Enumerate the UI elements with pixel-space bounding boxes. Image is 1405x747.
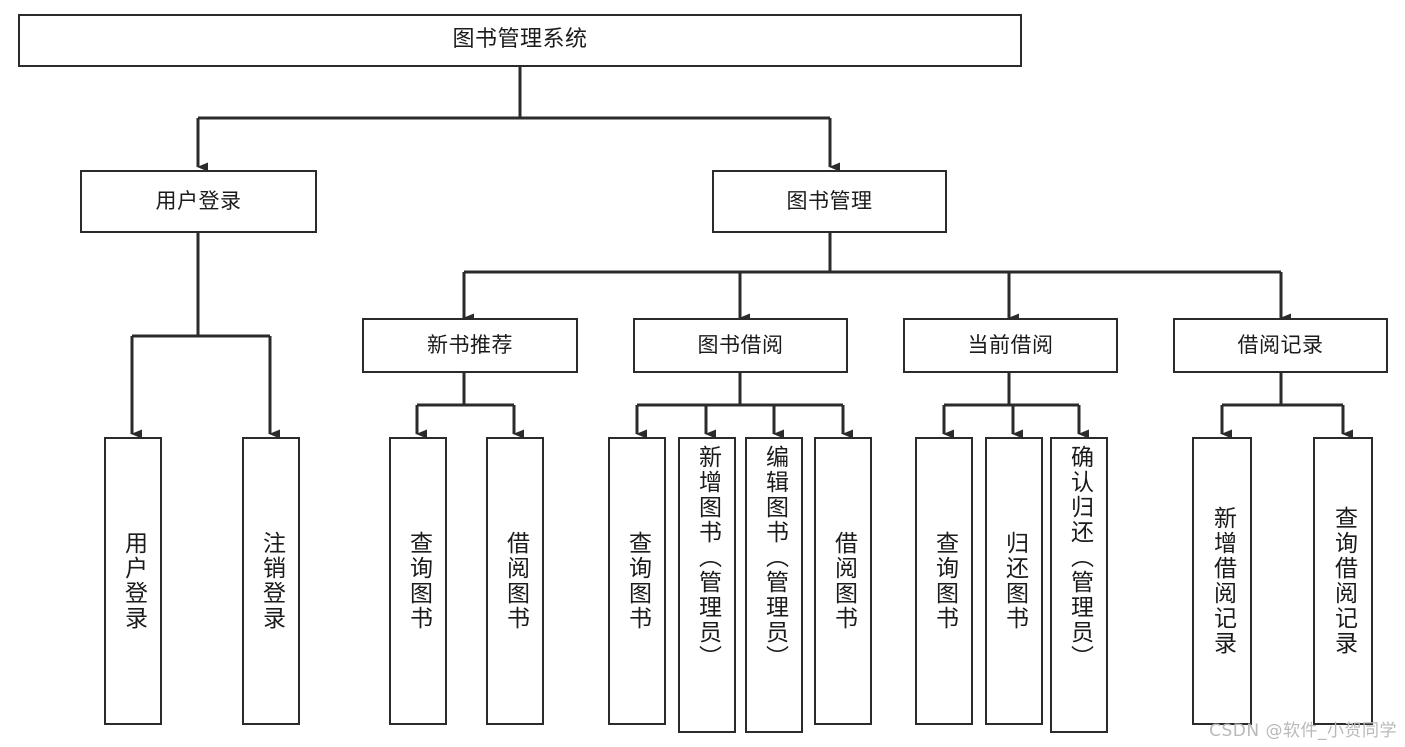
node-leaf-cb-query-book[interactable]: 查询图书 (915, 437, 973, 725)
node-leaf-bb-add-book[interactable]: 新增图书（管理员） (678, 437, 736, 733)
node-new-book-recommend[interactable]: 新书推荐 (362, 318, 578, 373)
node-leaf-bb-add-book-label: 新增图书（管理员） (694, 445, 721, 670)
node-root-label: 图书管理系统 (452, 27, 588, 53)
node-leaf-br-add-record[interactable]: 新增借阅记录 (1192, 437, 1252, 725)
node-leaf-bb-query-book-label: 查询图书 (624, 531, 651, 631)
node-leaf-bb-borrow-book-label: 借阅图书 (830, 531, 857, 631)
node-leaf-nb-borrow-book[interactable]: 借阅图书 (486, 437, 544, 725)
node-leaf-nb-query-book-label: 查询图书 (405, 531, 432, 631)
node-leaf-bb-query-book[interactable]: 查询图书 (608, 437, 666, 725)
node-leaf-bb-edit-book-label: 编辑图书（管理员） (761, 445, 788, 670)
node-leaf-cb-query-book-label: 查询图书 (931, 531, 958, 631)
node-leaf-cb-confirm-return-label: 确认归还（管理员） (1066, 445, 1093, 670)
node-book-management[interactable]: 图书管理 (712, 170, 947, 233)
node-leaf-nb-query-book[interactable]: 查询图书 (389, 437, 447, 725)
node-borrow-record[interactable]: 借阅记录 (1173, 318, 1388, 373)
node-user-login[interactable]: 用户登录 (80, 170, 317, 233)
node-leaf-br-query-record[interactable]: 查询借阅记录 (1313, 437, 1373, 725)
node-book-borrow-label: 图书借阅 (697, 332, 784, 357)
node-leaf-br-add-record-label: 新增借阅记录 (1209, 506, 1236, 656)
node-leaf-bb-borrow-book[interactable]: 借阅图书 (814, 437, 872, 725)
node-new-book-recommend-label: 新书推荐 (427, 332, 513, 357)
node-book-borrow[interactable]: 图书借阅 (633, 318, 848, 373)
node-leaf-bb-edit-book[interactable]: 编辑图书（管理员） (745, 437, 803, 733)
node-leaf-cb-return-book-label: 归还图书 (1001, 531, 1028, 631)
node-leaf-user-login-label: 用户登录 (120, 531, 147, 631)
node-leaf-user-login[interactable]: 用户登录 (104, 437, 162, 725)
watermark-text: CSDN @软件_小贺同学 (1209, 721, 1397, 741)
node-leaf-br-query-record-label: 查询借阅记录 (1330, 506, 1357, 656)
node-borrow-record-label: 借阅记录 (1237, 332, 1324, 357)
node-leaf-logout[interactable]: 注销登录 (242, 437, 300, 725)
node-user-login-label: 用户登录 (155, 188, 242, 213)
node-leaf-logout-label: 注销登录 (258, 531, 285, 631)
node-current-borrow-label: 当前借阅 (967, 332, 1054, 357)
node-leaf-cb-confirm-return[interactable]: 确认归还（管理员） (1050, 437, 1108, 733)
node-root-book-management-system[interactable]: 图书管理系统 (18, 14, 1022, 67)
node-leaf-nb-borrow-book-label: 借阅图书 (502, 531, 529, 631)
node-leaf-cb-return-book[interactable]: 归还图书 (985, 437, 1043, 725)
node-book-management-label: 图书管理 (786, 188, 873, 213)
node-current-borrow[interactable]: 当前借阅 (903, 318, 1118, 373)
